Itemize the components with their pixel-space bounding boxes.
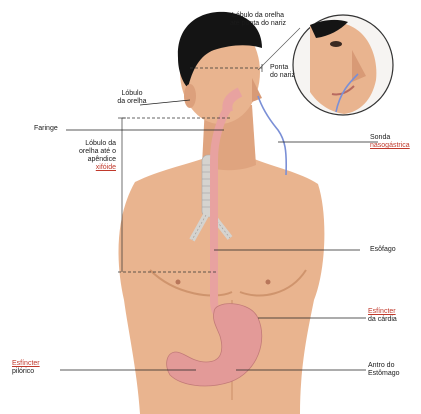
label-esfincter-cardia: Esfíncter da cárdia — [368, 308, 397, 324]
label-ponta-nariz: Ponta do nariz — [270, 64, 295, 80]
label-sonda: Sonda nasogástrica — [370, 134, 410, 150]
ear — [184, 84, 196, 108]
label-lobulo-orelha: Lóbulo da orelha — [112, 90, 152, 106]
label-lobulo-xifoide: Lóbulo da orelha até o apêndice xifóide — [50, 140, 116, 172]
label-faringe: Faringe — [34, 125, 58, 133]
label-esofago: Esôfago — [370, 246, 396, 254]
label-lobulo-nariz: Lóbulo da orelha até ponta do nariz — [222, 12, 294, 28]
nose-magnifier — [293, 15, 393, 115]
label-esfincter-piloro: Esfíncter pilórico — [12, 360, 40, 376]
label-antro: Antro do Estômago — [368, 362, 400, 378]
